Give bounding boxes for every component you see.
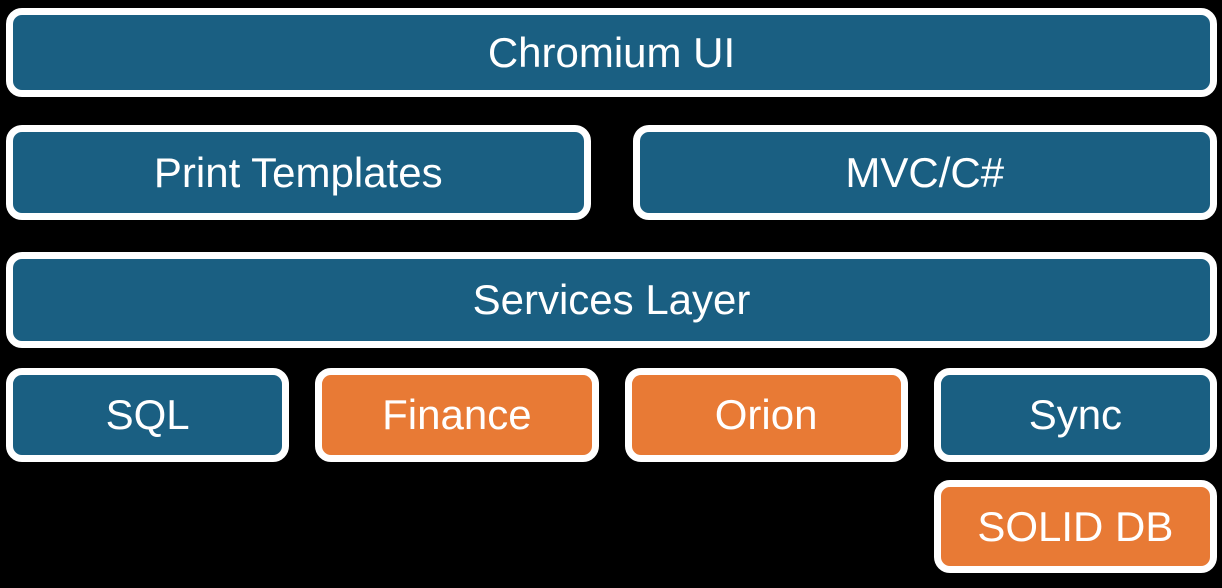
block-finance: Finance [315, 368, 599, 462]
block-sql: SQL [6, 368, 290, 462]
diagram-row-5: SOLID DB [6, 480, 1217, 573]
block-orion: Orion [624, 368, 908, 462]
diagram-row-3: Services Layer [6, 252, 1217, 348]
block-sync: Sync [933, 368, 1217, 462]
diagram-row-2: Print Templates MVC/C# [6, 125, 1217, 220]
block-solid-db: SOLID DB [933, 480, 1217, 573]
block-chromium-ui: Chromium UI [6, 8, 1217, 97]
diagram-row-1: Chromium UI [6, 8, 1217, 97]
block-mvc-csharp: MVC/C# [632, 125, 1217, 220]
block-services-layer: Services Layer [6, 252, 1217, 348]
block-print-templates: Print Templates [6, 125, 591, 220]
diagram-row-4: SQL Finance Orion Sync [6, 368, 1217, 462]
